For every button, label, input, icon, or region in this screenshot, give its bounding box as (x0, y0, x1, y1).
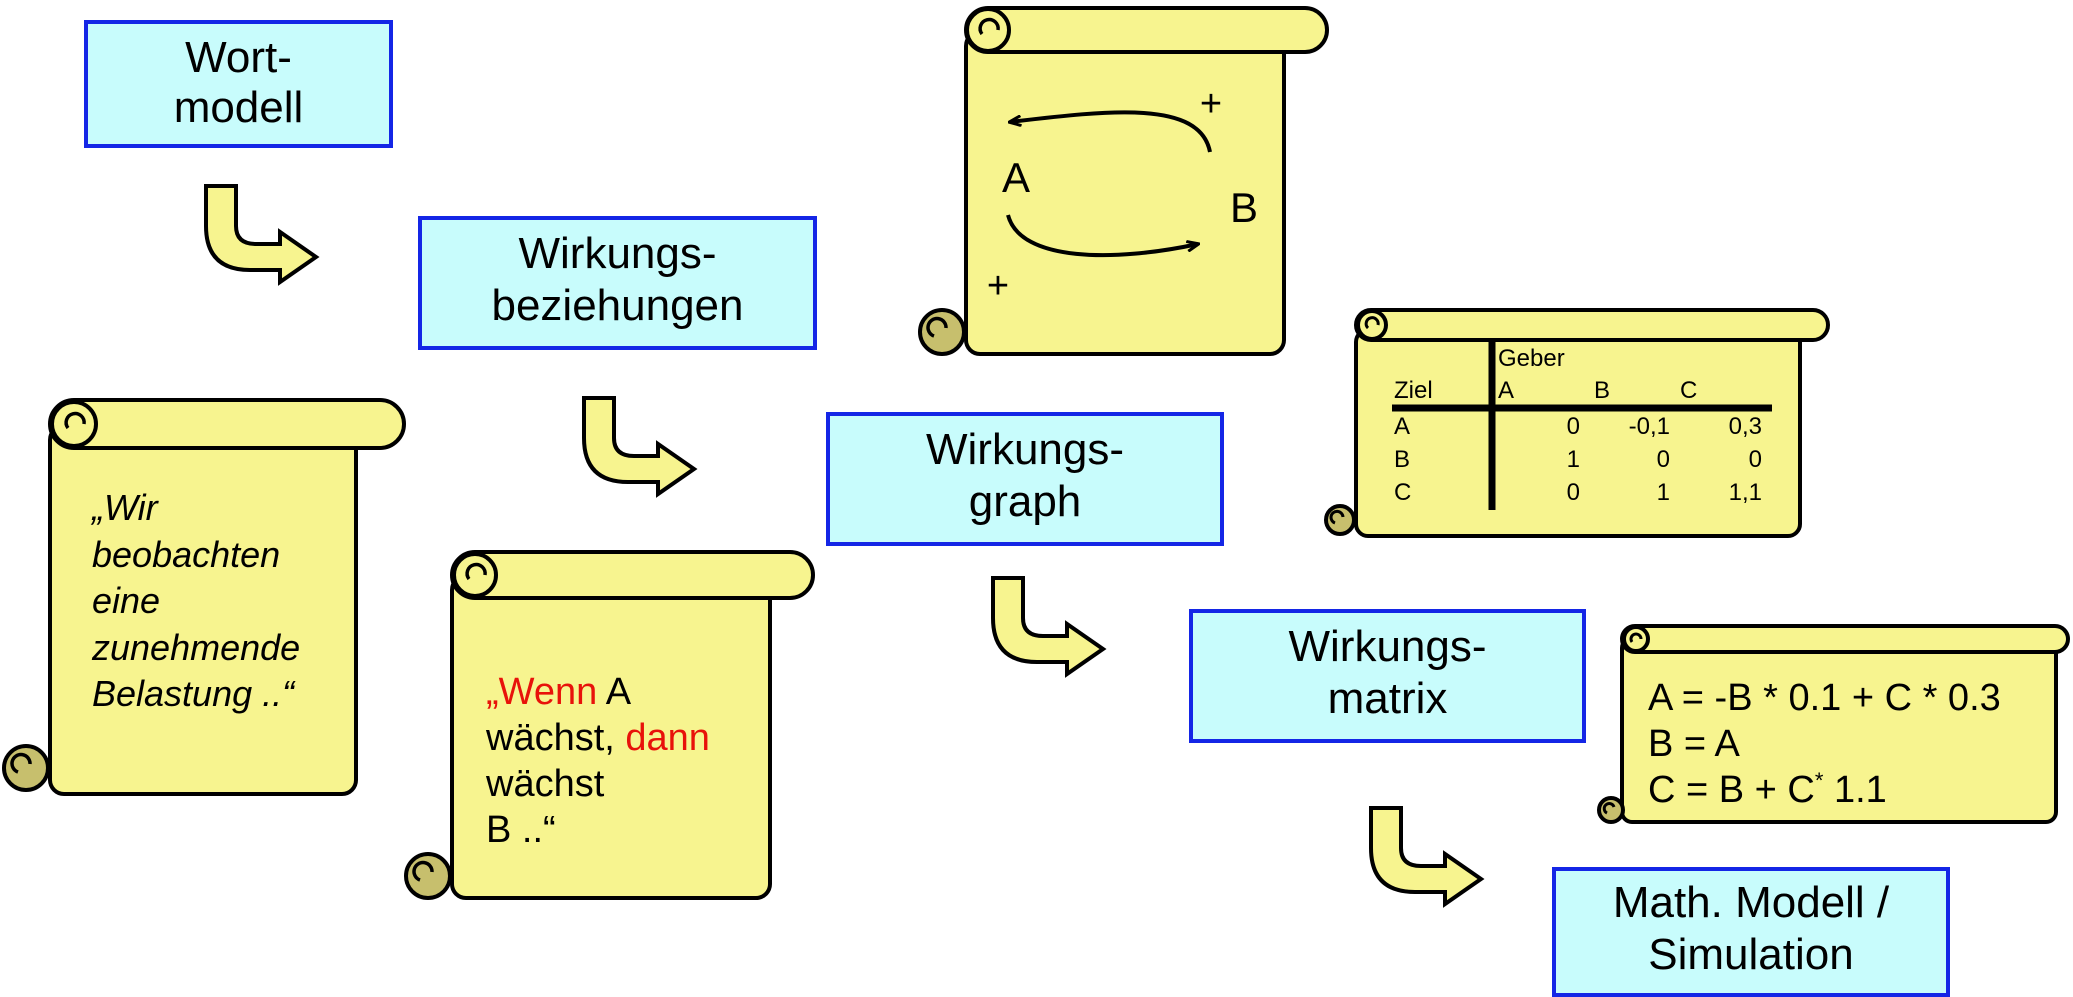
box-wirkungsbeziehungen-line2: beziehungen (491, 281, 743, 330)
quote-line-2: beobachten (92, 534, 280, 575)
bent-arrow-4 (1369, 806, 1485, 908)
matrix-row-label: B (1394, 446, 1410, 473)
box-math-modell-line1: Math. Modell / (1613, 878, 1890, 927)
equations-scroll: A = -B * 0.1 + C * 0.3 B = A C = B + C* … (1597, 624, 2070, 824)
sign-bottom: + (987, 265, 1009, 307)
box-wirkungsgraph-line2: graph (969, 477, 1082, 526)
matrix-row-label: C (1394, 479, 1411, 506)
matrix-ziel-label: Ziel (1394, 377, 1433, 404)
sign-top: + (1200, 83, 1222, 125)
matrix-cell: 0,3 (1729, 413, 1762, 440)
node-b: B (1230, 184, 1258, 231)
box-wirkungsgraph-line1: Wirkungs- (926, 425, 1124, 474)
rule-scroll: „Wenn A wächst, dann wächst B ..“ (404, 550, 815, 900)
matrix-column-header: B (1594, 377, 1610, 404)
rule-a: A (597, 671, 631, 713)
svg-text:„Wir beobachten ei: „Wir beobachten eine zunehmende Belastun… (90, 487, 310, 714)
box-wortmodell: Wort- modell (84, 20, 393, 148)
quote-line-4: zunehmende (91, 627, 300, 668)
box-wirkungsgraph: Wirkungs- graph (826, 412, 1224, 546)
rule-dann: dann (625, 717, 710, 759)
graph-scroll: A B + + (918, 6, 1329, 356)
svg-text:C = B + C* 1.1: C = B + C* 1.1 (1648, 768, 1887, 811)
bent-arrow-1 (204, 184, 320, 286)
equation-1: A = -B * 0.1 + C * 0.3 (1648, 677, 2001, 719)
edge-b-to-a (1010, 110, 1212, 153)
matrix-cell: 0 (1749, 446, 1762, 473)
matrix-cell: 0 (1567, 413, 1580, 440)
matrix-cell: 0 (1657, 446, 1670, 473)
svg-text:wächst, dann: wächst, dann (485, 717, 710, 759)
box-math-modell: Math. Modell / Simulation (1552, 867, 1950, 997)
rule-line4: B ..“ (486, 809, 556, 851)
quote-line-1: „Wir (90, 487, 160, 528)
matrix-cell: -0,1 (1629, 413, 1670, 440)
equation-3-tail: 1.1 (1823, 769, 1886, 811)
box-wortmodell-line1: Wort- (185, 33, 292, 82)
box-wirkungsmatrix-line2: matrix (1328, 674, 1448, 723)
matrix-column-header: A (1498, 377, 1514, 404)
bent-arrow-3 (991, 576, 1107, 678)
rule-line3: wächst (485, 763, 605, 805)
box-wortmodell-line2: modell (174, 83, 304, 132)
rule-wenn: Wenn (499, 671, 598, 713)
equation-3-star: * (1815, 768, 1824, 793)
edge-a-to-b (1006, 214, 1198, 258)
equation-3: C = B + C (1648, 769, 1815, 811)
box-wirkungsbeziehungen: Wirkungs- beziehungen (418, 216, 817, 350)
quote-scroll: „Wir beobachten eine zunehmende Belastun… (2, 398, 406, 796)
bent-arrow-2 (582, 396, 698, 498)
matrix-geber-label: Geber (1498, 345, 1565, 372)
matrix-column-header: C (1680, 377, 1697, 404)
box-math-modell-line2: Simulation (1648, 930, 1853, 979)
rule-open-quote: „ (486, 671, 499, 713)
box-wirkungsmatrix-line1: Wirkungs- (1288, 622, 1486, 671)
svg-text:„Wenn A: „Wenn A (486, 671, 632, 713)
node-a: A (1002, 154, 1030, 201)
quote-line-3: eine (92, 580, 160, 621)
box-wirkungsmatrix: Wirkungs- matrix (1189, 609, 1586, 743)
matrix-cell: 1,1 (1729, 479, 1762, 506)
box-wirkungsbeziehungen-line1: Wirkungs- (518, 229, 716, 278)
rule-line2-a: wächst, (485, 717, 625, 759)
matrix-cell: 1 (1657, 479, 1670, 506)
matrix-cell: 1 (1567, 446, 1580, 473)
equation-2: B = A (1648, 723, 1741, 765)
matrix-cell: 0 (1567, 479, 1580, 506)
matrix-row-label: A (1394, 413, 1410, 440)
quote-line-5: Belastung ..“ (92, 673, 296, 714)
